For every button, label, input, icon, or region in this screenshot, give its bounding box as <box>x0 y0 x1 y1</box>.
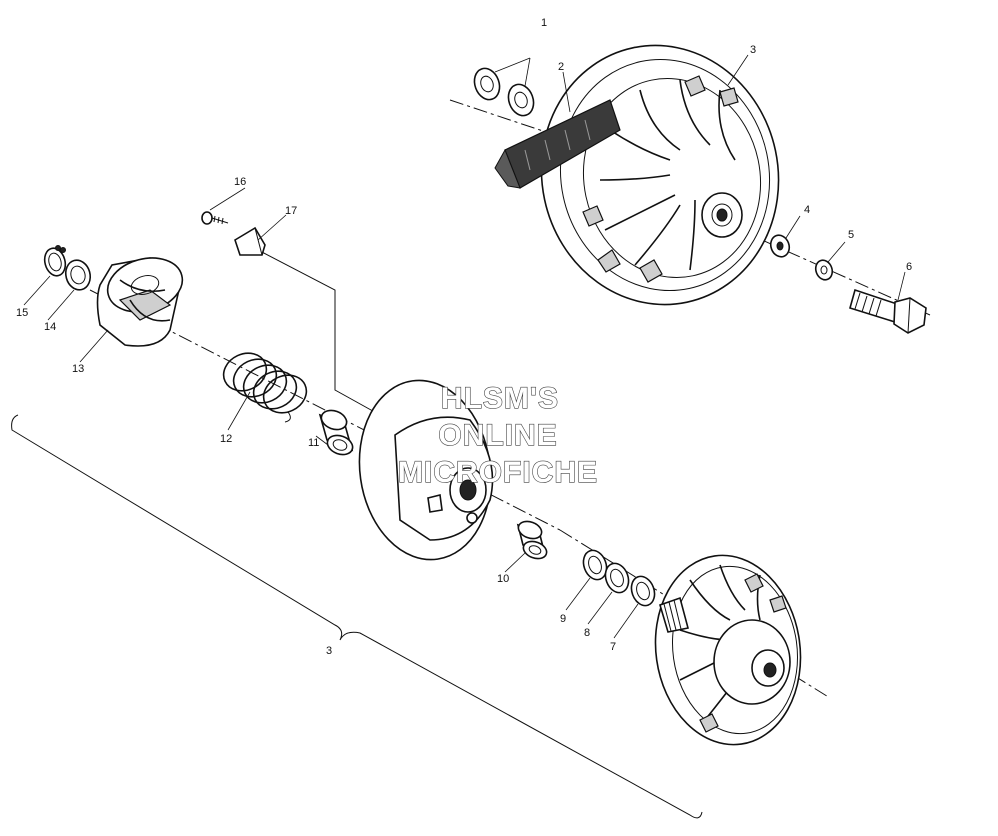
part-12-spring <box>222 352 308 423</box>
fixed-sheave <box>654 554 802 746</box>
part-1-washers <box>473 67 535 117</box>
callout-15: 15 <box>16 307 28 319</box>
callout-16: 16 <box>234 176 246 188</box>
part-13-cam <box>96 257 184 347</box>
callout-8: 8 <box>584 627 590 639</box>
part-9-washer <box>582 549 608 581</box>
callout-9: 9 <box>560 613 566 625</box>
assembly-bracket <box>11 414 703 819</box>
callout-12: 12 <box>220 433 232 445</box>
watermark-line-3: MICROFICHE <box>398 456 598 489</box>
callout-2: 2 <box>558 61 564 73</box>
part-15-snap-ring <box>43 245 67 277</box>
part-7-washer <box>630 575 656 607</box>
callout-6: 6 <box>906 261 912 273</box>
callout-3-bracket: 3 <box>326 645 332 657</box>
part-11-bushing <box>318 409 354 456</box>
part-14-washer <box>64 259 92 291</box>
callout-4: 4 <box>804 204 810 216</box>
part-10-bushing <box>516 520 548 560</box>
callout-10: 10 <box>497 573 509 585</box>
watermark: HLSM'S ONLINE MICROFICHE <box>397 381 598 489</box>
callout-labels: 1 2 3 4 5 6 7 8 9 10 11 12 13 14 15 16 1… <box>16 17 912 657</box>
callout-5: 5 <box>848 229 854 241</box>
part-5-lock-washer <box>814 259 834 281</box>
part-16-screw <box>201 211 229 225</box>
callout-3-top: 3 <box>750 44 756 56</box>
callout-11: 11 <box>308 437 319 449</box>
part-2-belt <box>494 99 621 189</box>
callout-14: 14 <box>44 321 56 333</box>
part-4-washer <box>769 234 791 258</box>
callout-17: 17 <box>285 205 297 217</box>
leader-lines <box>23 54 906 639</box>
watermark-line-1: HLSM'S <box>441 382 559 415</box>
callout-7: 7 <box>610 641 616 653</box>
part-6-bolt <box>849 288 927 334</box>
callout-13: 13 <box>72 363 84 375</box>
part-17-roller-button <box>234 226 266 256</box>
callout-1: 1 <box>541 17 547 29</box>
watermark-line-2: ONLINE <box>438 419 557 452</box>
part-8-washer <box>604 562 630 594</box>
movable-sheave <box>358 379 494 561</box>
